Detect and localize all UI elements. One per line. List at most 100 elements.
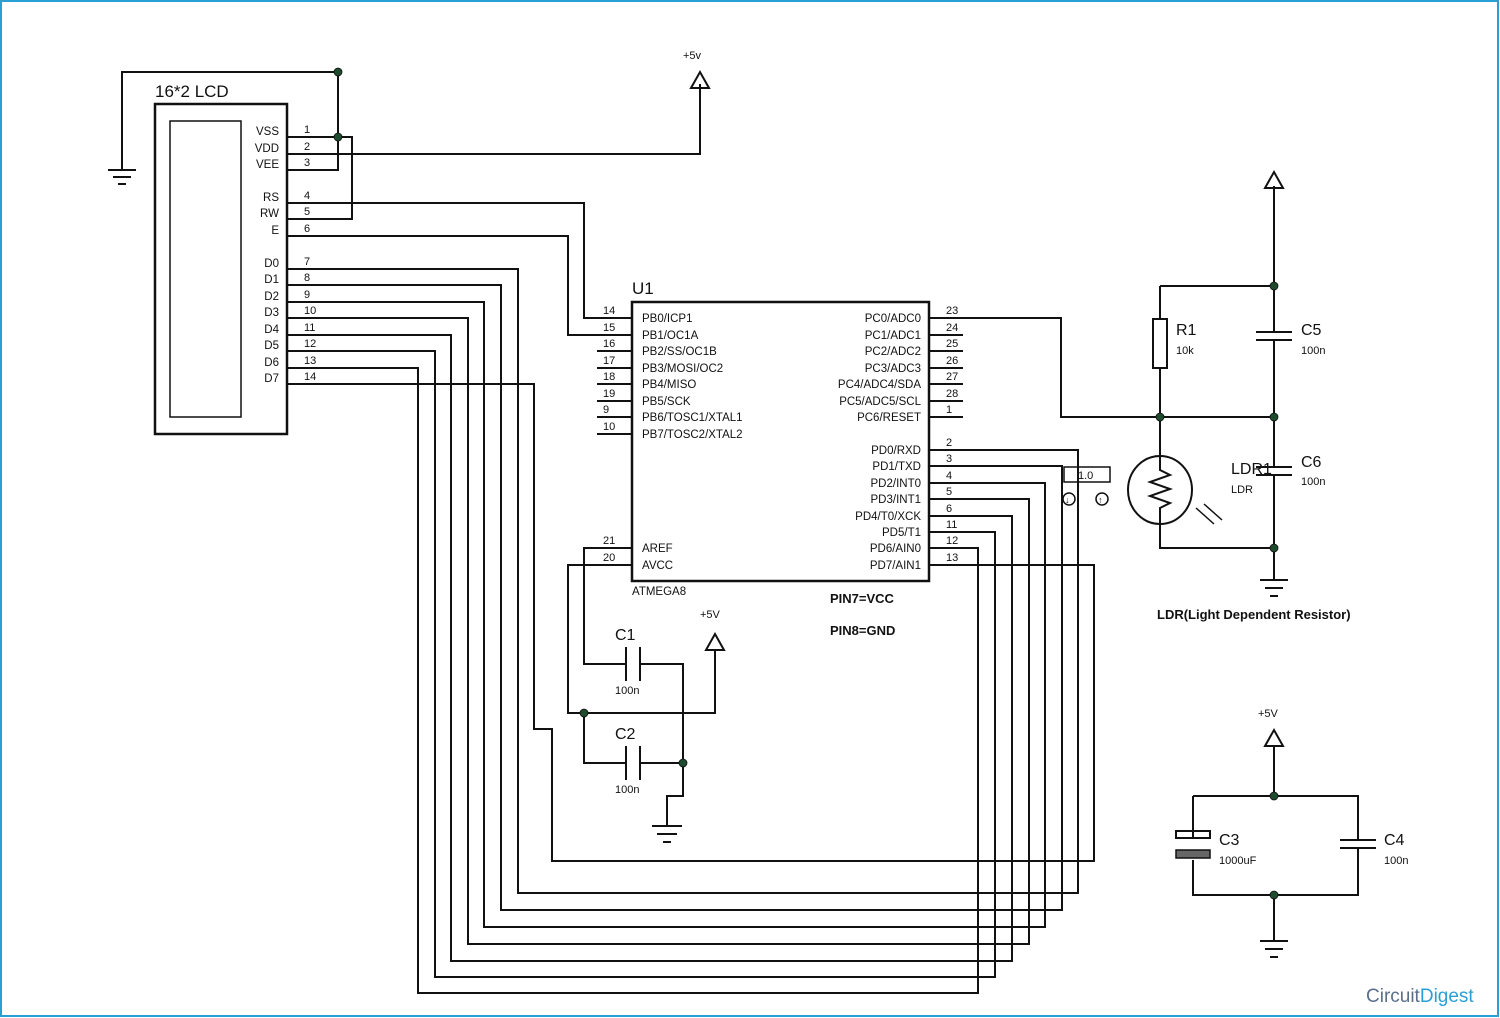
lcd-pin-number: 12 [304,338,316,350]
bus-wire-d7 [287,383,1095,862]
lcd-pin-label: D3 [264,307,279,319]
ldr-increase-button[interactable] [1095,492,1109,506]
bus-wire-d5 [287,350,996,978]
wire-avcc-5v [567,564,716,714]
lcd-title: 16*2 LCD [155,82,229,101]
label-5v-avcc: +5V [700,609,721,621]
brand-name: CircuitDigest [1366,986,1474,1007]
c6-symbol [1256,466,1292,476]
mcu-pin-label: AVCC [642,560,673,572]
junction [1269,281,1279,291]
lcd-pin-label: RW [260,208,279,220]
mcu-pin-label: PC6/RESET [857,412,921,424]
lcd-pin-number: 2 [304,141,310,153]
c4-ref: C4 [1384,832,1405,849]
lcd-pin-label: E [271,225,279,237]
c5-symbol [1256,331,1292,341]
lcd-pin-label: VEE [256,159,279,171]
note-gnd: PIN8=GND [830,623,895,638]
power-decoupling: +5V C3 1000uF C4 100n [1175,708,1408,958]
ground-symbol-ldr [1260,579,1288,597]
mcu-pin-label: AREF [642,543,673,555]
mcu-pin-label: PD2/INT0 [871,478,922,490]
mcu-part: ATMEGA8 [632,586,686,598]
ground-symbol-avcc [652,825,682,843]
mcu-pin-label: PB6/TOSC1/XTAL1 [642,412,743,424]
mcu-right-pins: PC0/ADC023PC1/ADC124PC2/ADC225PC3/ADC326… [838,305,963,572]
ldr-reading-box[interactable] [1063,466,1111,483]
wire-vdd-5v [287,84,701,155]
lcd-pin-label: D6 [264,357,279,369]
lcd-pin-label: D5 [264,340,279,352]
mcu-pin-label: PC1/ADC1 [865,330,921,342]
mcu-pin-number: 27 [946,371,958,383]
mcu-pin-number: 1 [946,404,952,416]
c4-symbol [1340,839,1376,849]
mcu-pin-number: 5 [946,486,952,498]
c3-value: 1000uF [1219,855,1257,867]
mcu-pin-label: PD6/AIN0 [870,543,921,555]
bus-wire-d1 [287,284,1063,911]
note-vcc: PIN7=VCC [830,591,895,606]
c2-ref: C2 [615,726,636,743]
arrow-5v-avcc [704,631,726,651]
mcu-pin-number: 28 [946,388,958,400]
mcu-left-pins: PB0/ICP114PB1/OC1A15PB2/SS/OC1B16PB3/MOS… [597,305,743,572]
wire-rs-pb0 [287,202,632,319]
lcd-pin-number: 10 [304,305,316,317]
mcu-pin-label: PB5/SCK [642,396,691,408]
ground-symbol-decoupling [1260,940,1288,958]
mcu-pin-number: 23 [946,305,958,317]
ldr-caption: LDR(Light Dependent Resistor) [1157,607,1351,622]
ldr-decrease-button[interactable] [1062,492,1076,506]
mcu-pin-label: PB4/MISO [642,379,696,391]
junction [1269,791,1279,801]
lcd-pin-label: RS [263,192,279,204]
mcu-pin-label: PB1/OC1A [642,330,699,342]
mcu-pin-number: 9 [603,404,609,416]
lcd-pin-label: D7 [264,373,279,385]
lcd-pin-number: 9 [304,289,310,301]
arrow-5v-lcd [689,69,711,89]
lcd-pin-number: 4 [304,190,310,202]
mcu-pin-number: 10 [603,421,615,433]
lcd-pin-label: D4 [264,324,279,336]
mcu-pin-number: 4 [946,470,952,482]
junction [1269,543,1279,553]
mcu-pin-number: 11 [946,519,957,531]
r1-value: 10k [1176,345,1194,357]
c6-ref: C6 [1301,454,1322,471]
mcu-pin-label: PD0/RXD [871,445,921,457]
wire-c1-gnd [640,663,684,826]
label-5v-decoupling: +5V [1258,708,1279,720]
bus-wire-d6 [287,367,979,994]
ldr-symbol [1127,455,1193,525]
lcd-pin-number: 8 [304,272,310,284]
mcu-pin-number: 24 [946,322,958,334]
mcu-pin-number: 15 [603,322,615,334]
mcu-pin-label: PB7/TOSC2/XTAL2 [642,429,743,441]
mcu-ref: U1 [632,279,654,298]
lcd-pin-number: 3 [304,157,310,169]
ground-symbol-lcd [108,169,136,185]
mcu-pin-number: 13 [946,552,958,564]
lcd-pin-number: 13 [304,355,316,367]
ldr-value: LDR [1231,484,1253,496]
mcu-pin-number: 17 [603,355,615,367]
lcd-pin-number: 6 [304,223,310,235]
mcu-pin-label: PB3/MOSI/OC2 [642,363,723,375]
lcd-power-wiring: +5v [108,50,711,220]
lcd-pin-number: 1 [304,124,310,136]
wire-vss-rw [287,136,353,220]
junction [333,132,343,142]
arrow-up-icon: ↑ [1098,495,1103,505]
lcd-pin-label: VDD [255,143,279,155]
arrow-down-icon: ↓ [1065,495,1070,505]
label-5v-lcd: +5v [683,50,702,62]
c3-plate-negative [1175,849,1211,859]
brand-logo: CircuitDigest [1366,986,1474,1007]
